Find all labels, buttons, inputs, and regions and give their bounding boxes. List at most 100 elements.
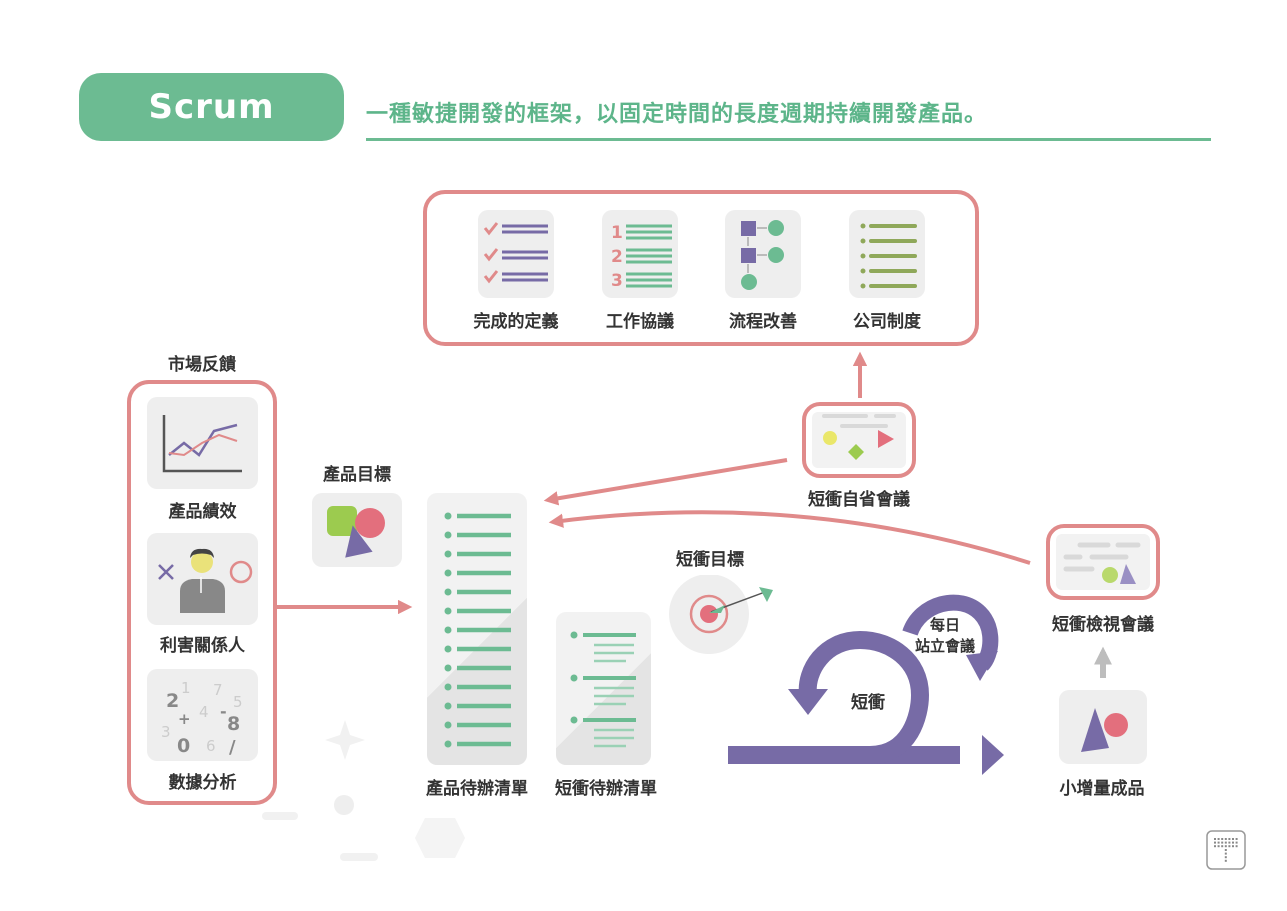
policy-label-dod: 完成的定義 xyxy=(473,312,559,332)
logo-dot xyxy=(1217,845,1220,848)
retrospective-icon xyxy=(812,412,906,468)
product-goal-tile xyxy=(312,493,402,567)
working-agreement-tile: 1 2 3 xyxy=(602,210,678,298)
retrospective-card xyxy=(802,402,916,478)
product-performance-tile xyxy=(147,397,258,489)
numbered-list-icon: 1 2 3 xyxy=(611,223,672,291)
market-item-analytics: 數據分析 xyxy=(168,773,237,793)
backlog-bullet xyxy=(444,569,452,577)
logo-dot xyxy=(1224,859,1227,862)
target-icon xyxy=(669,575,773,654)
sprint-loop-arc xyxy=(798,630,930,764)
line-chart-icon xyxy=(162,415,242,473)
digit: - xyxy=(220,702,227,721)
backlog-bullet xyxy=(444,664,452,672)
sprint-backlog-tile xyxy=(556,612,651,765)
logo-dot xyxy=(1224,838,1227,840)
daily-scrum-label-line2: 站立會議 xyxy=(914,637,975,655)
logo-dot xyxy=(1232,845,1234,848)
backlog-bullet xyxy=(444,740,452,748)
digit: / xyxy=(229,737,236,758)
sprint-goal-label: 短衝目標 xyxy=(676,550,744,570)
sprint-loop-arrowhead xyxy=(788,689,828,715)
logo-dot xyxy=(1228,838,1231,840)
logo-dot xyxy=(1235,838,1238,840)
sprint-backlog-list-icon xyxy=(570,631,636,748)
backlog-bullet xyxy=(444,626,452,634)
backlog-list-icon xyxy=(444,512,511,748)
svg-text:2: 2 xyxy=(611,247,623,267)
sprint-label: 短衝 xyxy=(851,693,885,713)
increment-icon xyxy=(1081,708,1128,752)
numbers-icon: 2 1 7 5 + 4 - 8 3 0 6 / xyxy=(161,679,243,758)
logo-dot xyxy=(1228,841,1231,844)
logo-dot xyxy=(1235,841,1238,844)
process-improvement-tile xyxy=(725,210,801,298)
backlog-bullet xyxy=(444,721,452,729)
stakeholder-tile xyxy=(147,533,258,625)
digit: 1 xyxy=(181,679,191,697)
policy-label-company: 公司制度 xyxy=(853,312,921,332)
definition-of-done-tile xyxy=(478,210,554,298)
product-backlog-label: 產品待辦清單 xyxy=(426,779,528,799)
retro-to-backlog-arrow xyxy=(543,458,788,506)
logo-dot xyxy=(1217,838,1220,840)
logo-dot xyxy=(1224,856,1227,859)
logo-dot xyxy=(1232,838,1234,840)
digit: 6 xyxy=(206,737,216,755)
product-backlog-tile xyxy=(427,493,527,765)
digit: 8 xyxy=(227,713,240,735)
logo-dot xyxy=(1235,845,1238,848)
page-subtitle: 一種敏捷開發的框架，以固定時間的長度週期持續開發產品。 xyxy=(366,102,988,127)
digit: 7 xyxy=(213,681,223,699)
logo-dot xyxy=(1224,845,1227,848)
svg-text:3: 3 xyxy=(611,271,623,291)
increment-label: 小增量成品 xyxy=(1059,779,1145,799)
company-policy-tile xyxy=(849,210,925,298)
backlog-bullet xyxy=(444,531,452,539)
logo-dot xyxy=(1221,845,1224,848)
policy-label-agreement: 工作協議 xyxy=(606,312,674,332)
increment-tile xyxy=(1059,690,1147,764)
review-icon xyxy=(1056,534,1150,590)
logo-dot xyxy=(1217,841,1220,844)
daily-scrum-label-line1: 每日 xyxy=(929,616,960,634)
subtitle-underline xyxy=(366,138,1211,141)
review-label: 短衝檢視會議 xyxy=(1052,615,1154,635)
checklist-icon xyxy=(483,222,548,284)
review-card xyxy=(1046,524,1160,600)
digit: 4 xyxy=(199,703,209,721)
flowchart-icon xyxy=(741,220,784,290)
logo-dot xyxy=(1232,841,1234,844)
stakeholder-icon xyxy=(158,548,253,613)
backlog-bullet xyxy=(444,702,452,710)
sprint-backlog-label: 短衝待辦清單 xyxy=(555,779,657,799)
daily-loop-arrowhead xyxy=(966,651,998,681)
backlog-bullet xyxy=(444,607,452,615)
digit: + xyxy=(178,710,191,728)
svg-text:1: 1 xyxy=(611,223,623,243)
digit: 5 xyxy=(233,693,243,711)
logo-icon xyxy=(1206,830,1246,870)
logo-dot xyxy=(1221,838,1224,840)
policy-label-process: 流程改善 xyxy=(729,312,797,332)
review-to-backlog-arrow xyxy=(548,510,1031,565)
backlog-bullet xyxy=(444,512,452,520)
logo-dot xyxy=(1224,841,1227,844)
digit: 3 xyxy=(161,723,171,741)
shapes-icon xyxy=(327,506,385,558)
logo-dot xyxy=(1214,841,1216,844)
market-item-performance: 產品績效 xyxy=(168,502,237,522)
logo-dot xyxy=(1224,849,1227,851)
retrospective-label: 短衝自省會議 xyxy=(808,490,910,510)
logo-dot xyxy=(1214,838,1216,840)
backlog-bullet xyxy=(444,550,452,558)
market-feedback-title: 市場反饋 xyxy=(168,355,236,375)
digit: 2 xyxy=(166,690,179,712)
logo-dot xyxy=(1224,852,1227,855)
backlog-bullet xyxy=(444,683,452,691)
logo-dot xyxy=(1228,845,1231,848)
sprint-forward-arrowhead xyxy=(982,735,1004,775)
data-analysis-tile: 2 1 7 5 + 4 - 8 3 0 6 / xyxy=(147,669,258,761)
logo-dot xyxy=(1214,845,1216,848)
